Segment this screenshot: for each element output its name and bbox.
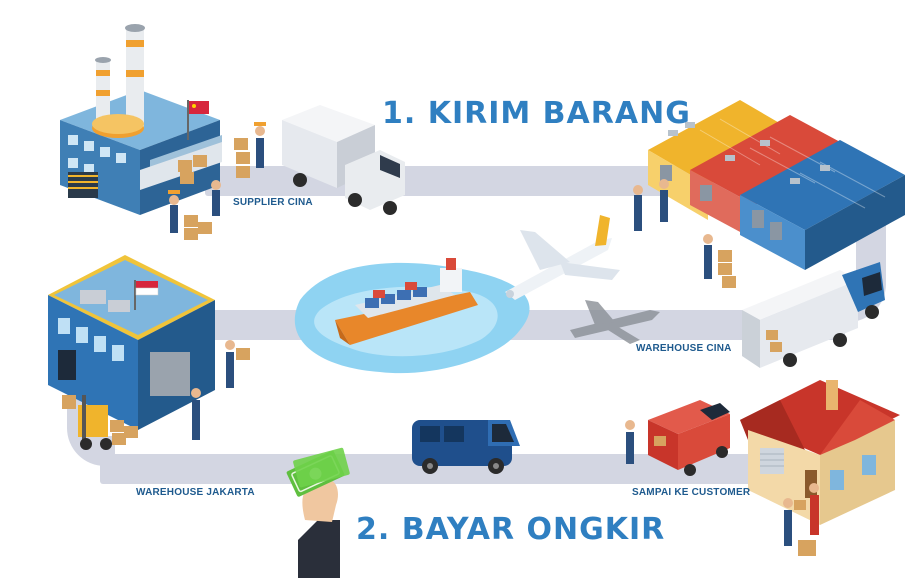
label-warehouse-jakarta: WAREHOUSE JAKARTA	[136, 487, 255, 498]
warehouse-cina-illustration	[633, 100, 905, 288]
warehouse-jakarta-illustration	[48, 255, 250, 450]
red-delivery-truck-icon	[625, 400, 730, 476]
cargo-ship-icon	[335, 258, 478, 345]
delivery-van-icon	[412, 420, 520, 474]
worker-with-boxes	[234, 122, 266, 178]
worker-figure	[191, 388, 201, 440]
factory-illustration	[60, 24, 222, 240]
label-supplier-cina: SUPPLIER CINA	[233, 197, 313, 208]
delivery-truck-supplier	[282, 105, 405, 215]
delivery-truck-warehouse	[742, 262, 885, 368]
step2-title: 2. BAYAR ONGKIR	[356, 512, 666, 547]
worker-figure	[211, 180, 221, 216]
airplane-shadow	[570, 300, 660, 344]
worker-figure	[225, 340, 250, 388]
indonesia-flag-icon	[135, 281, 159, 296]
label-warehouse-cina: WAREHOUSE CINA	[636, 343, 732, 354]
forklift-icon	[78, 395, 138, 450]
customer-house-illustration	[740, 380, 900, 556]
airplane-icon	[505, 215, 620, 300]
worker-figure	[659, 179, 669, 222]
hand-with-money-icon	[286, 447, 350, 578]
worker-figure	[625, 420, 635, 464]
step1-title: 1. KIRIM BARANG	[382, 96, 691, 131]
china-flag-icon	[189, 101, 209, 114]
worker-figure	[703, 234, 713, 279]
worker-figure	[633, 185, 643, 231]
worker-figure	[783, 498, 806, 546]
customer-figure	[809, 483, 819, 535]
label-sampai-ke-customer: SAMPAI KE CUSTOMER	[632, 487, 751, 498]
worker-figure	[168, 190, 180, 233]
